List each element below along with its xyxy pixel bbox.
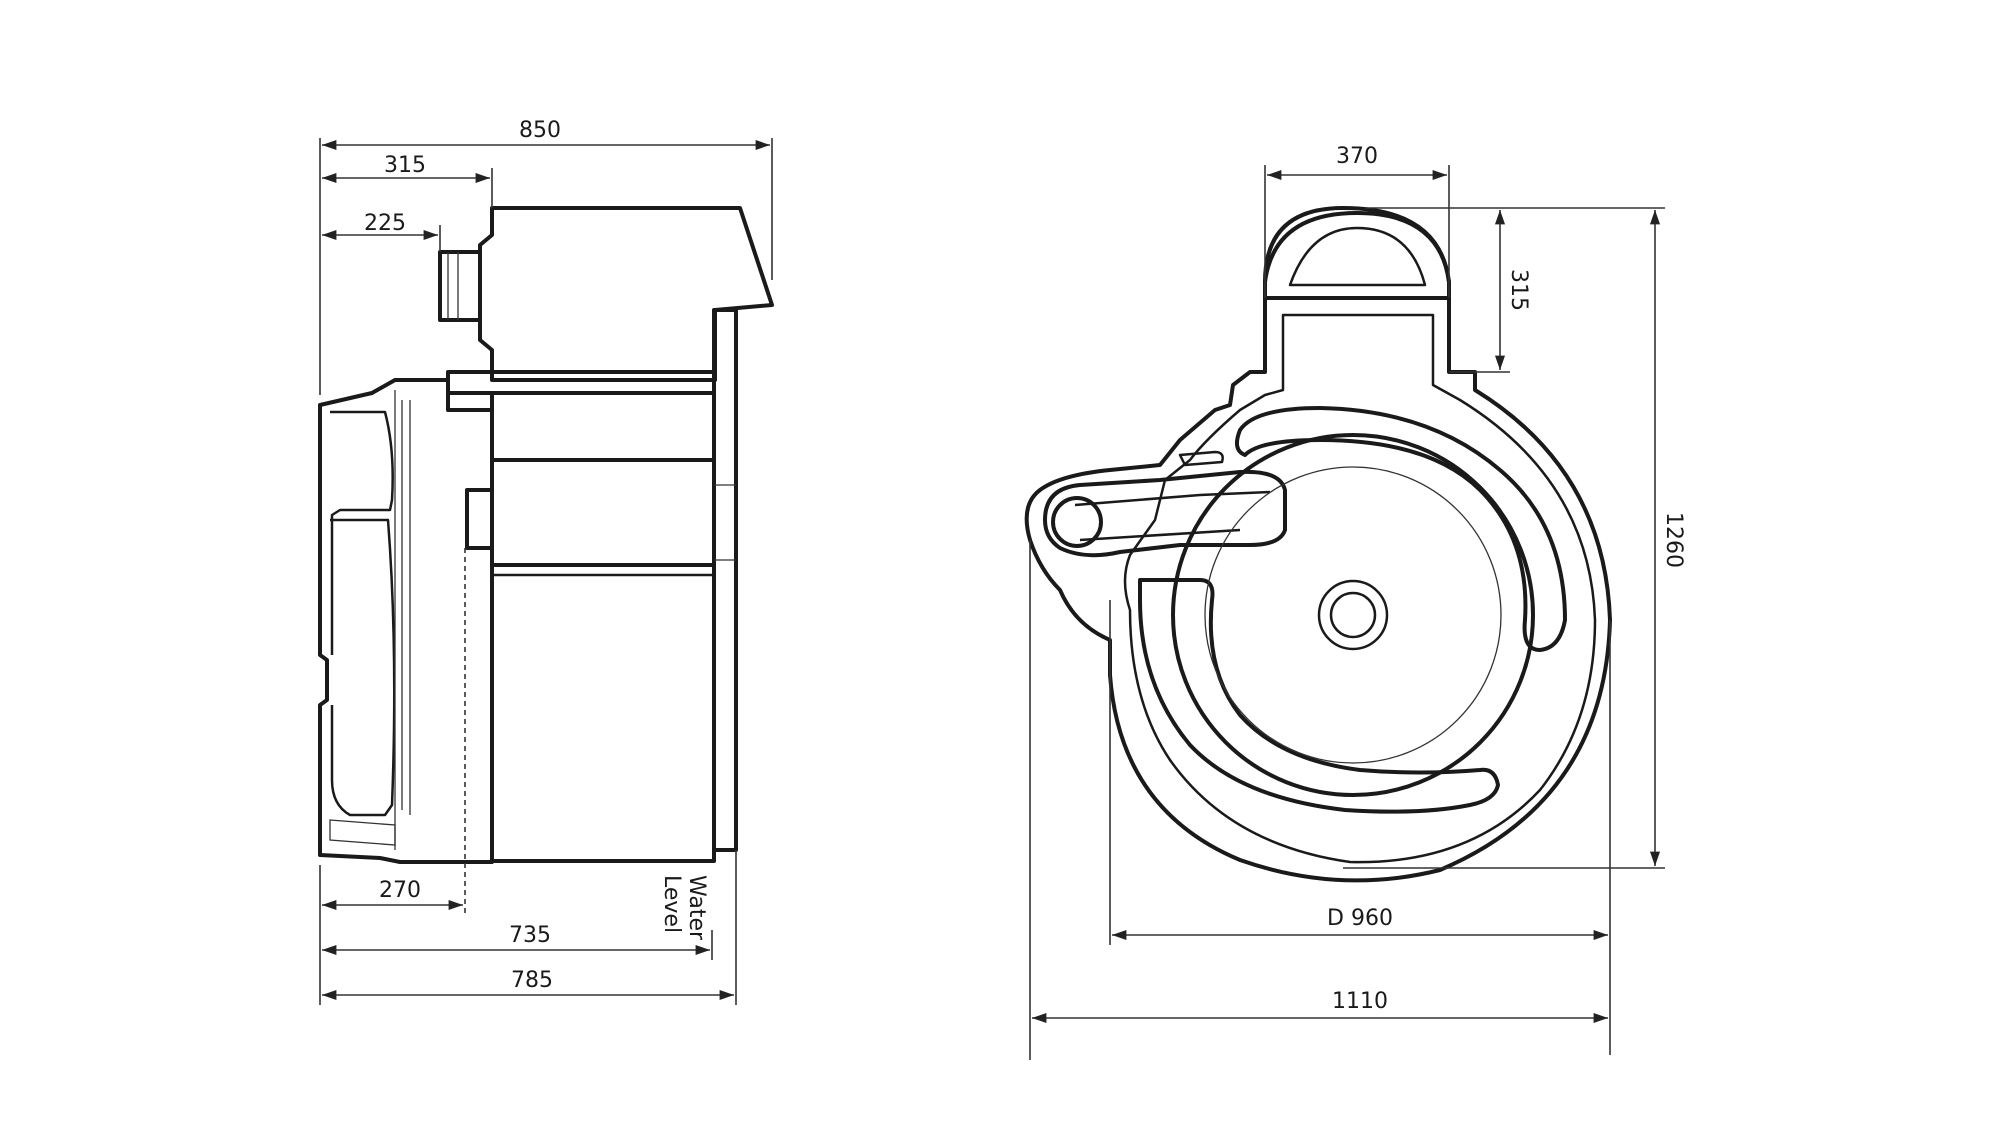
side-view: 850 315 225 270 735 785: [318, 118, 774, 1005]
side-top-band: [446, 370, 716, 395]
dim-plan-top-depth: 315: [1365, 207, 1665, 373]
plan-center-tank: [1171, 433, 1535, 797]
dim-label-370: 370: [1336, 144, 1378, 169]
plan-inlet-arm: [1043, 469, 1287, 558]
dim-plan-overall-depth: 1260: [1343, 210, 1686, 869]
dim-side-bottom-offset: 270: [319, 865, 463, 1005]
dim-label-225: 225: [364, 211, 406, 236]
plan-inner-wall: [1123, 313, 1597, 864]
dim-side-water-level-length: 735: [322, 923, 713, 960]
side-inlet-pipe: [438, 250, 482, 322]
plan-inlet-pipe: [1051, 496, 1103, 548]
dim-label-315-side: 315: [384, 153, 426, 178]
dim-label-735: 735: [509, 923, 551, 948]
dim-side-overall-length: 785: [322, 850, 737, 1005]
water-level-label: Water Level: [659, 875, 709, 947]
dim-label-d960: D 960: [1327, 906, 1393, 931]
dim-side-inlet-offset: 315: [322, 153, 493, 208]
plan-center-outlet: [1317, 579, 1389, 651]
dim-label-1260: 1260: [1661, 512, 1686, 568]
side-top-hood: [478, 206, 774, 382]
side-left-basket: [318, 378, 494, 864]
dim-label-1110: 1110: [1332, 989, 1388, 1014]
side-back-plate: [712, 308, 738, 852]
dim-label-315-plan: 315: [1506, 269, 1531, 311]
dim-plan-overall-width: 1110: [1029, 540, 1608, 1060]
dim-side-overall-width: 850: [319, 118, 773, 395]
dim-plan-top-width: 370: [1264, 144, 1450, 298]
side-main-body: [490, 391, 716, 863]
side-outlet-pipe: [465, 488, 494, 550]
dim-label-270: 270: [379, 878, 421, 903]
dim-side-pipe-offset: 225: [322, 211, 441, 252]
plan-top-chamber: [1263, 211, 1451, 300]
dim-label-850: 850: [519, 118, 561, 143]
plan-view: 370 315 1260 D 960 1110: [1024, 144, 1686, 1060]
dim-plan-diameter: D 960: [1109, 600, 1611, 1055]
dim-label-785: 785: [511, 968, 553, 993]
